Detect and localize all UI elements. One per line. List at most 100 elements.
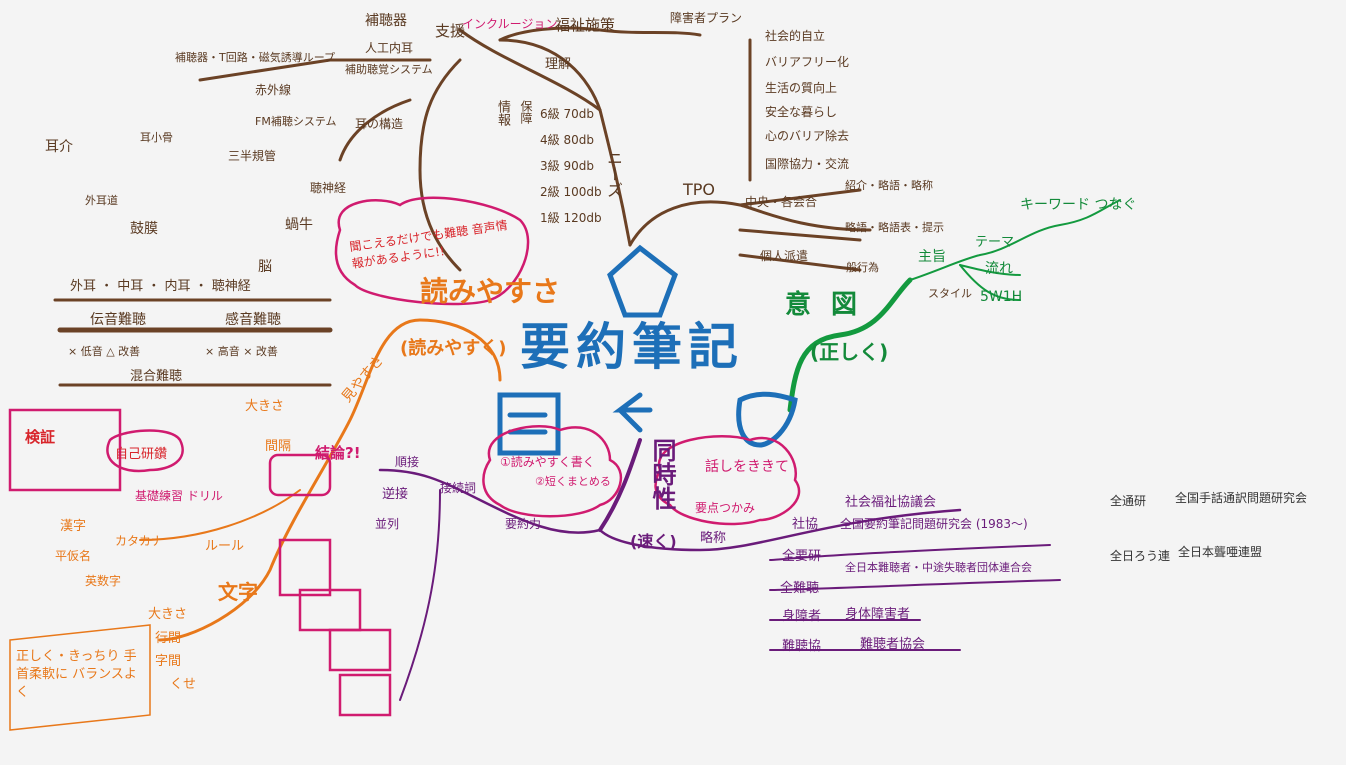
label-nanchokyo: 難聴協 [782, 639, 822, 654]
center-title: 要約筆記 [520, 318, 744, 376]
label-needs: ニーズ [604, 150, 623, 198]
label-keyword: キーワード つなぐ [1020, 197, 1137, 213]
magenta-frames [8, 196, 801, 717]
label-ji: 耳介 [45, 139, 73, 155]
label-zentsu-full: 全国手話通訳問題研究会 [1175, 491, 1308, 505]
label-yomiyasukaku: ①読みやすく書く [500, 455, 595, 469]
label-nanchokyo-full: 難聴者協会 [860, 637, 926, 652]
label-ribeya: 耳の構造 [355, 117, 404, 131]
label-shakyo: 社協 [792, 517, 819, 532]
label-shinsho-full: 身体障害者 [845, 607, 911, 622]
green-branch-lines [787, 199, 1121, 413]
label-jiko: 自己研鑽 [115, 447, 168, 462]
label-zennan-full: 全日本難聴者・中途失聴者団体連合会 [845, 561, 1032, 574]
label-tadashiku: (正しく) [810, 340, 889, 364]
label-yomiyasusa: 読みやすさ [420, 275, 561, 308]
label-kimimi: 耳小骨 [140, 131, 173, 144]
label-ito: 意図 [785, 290, 878, 320]
label-ookisa2: 大きさ [148, 607, 188, 622]
label-kokusai: 国際協力・交流 [765, 157, 850, 171]
label-tpo: TPO [683, 180, 716, 199]
label-gyoukan: 行間 [155, 631, 182, 646]
label-fukushi: 福祉施策 [555, 16, 616, 34]
label-shakai: 社会的自立 [765, 29, 826, 43]
label-douji: 同時性 [648, 438, 676, 510]
label-theme: テーマ [975, 235, 1015, 250]
label-seikatsu: 生活の質向上 [765, 81, 838, 95]
label-joho: 情報 [495, 100, 510, 126]
label-youten: 要点つかみ [695, 501, 756, 515]
label-zennichi-full: 全日本聾唖連盟 [1178, 545, 1263, 559]
label-mimikai: 外耳道 [85, 194, 118, 207]
label-sankankan: 三半規管 [228, 149, 277, 163]
label-kensho: 検証 [25, 428, 56, 446]
label-nou: 脳 [258, 259, 272, 275]
label-zentsu: 全通研 [1110, 494, 1147, 508]
label-nagare: 流れ [985, 261, 1013, 277]
label-kagyu: 蝸牛 [285, 217, 313, 233]
label-youyaku: 要約力 [505, 517, 542, 531]
label-heiretsu: 並列 [375, 517, 400, 531]
label-shogaisha: 障害者プラン [670, 11, 743, 25]
label-zenyoken: 全要研 [782, 549, 822, 564]
label-shushi: 主旨 [918, 249, 946, 265]
label-lvl3: 3級 90db [540, 159, 594, 173]
label-kankaku: 間隔 [265, 439, 292, 454]
label-ippan: 一般行為 [835, 261, 879, 274]
label-lvl4: 4級 80db [540, 133, 594, 147]
label-lvl1: 1級 120db [540, 211, 602, 225]
label-lvl2: 2級 100db [540, 185, 602, 199]
label-kuse: くせ [170, 677, 197, 692]
label-lvl6: 6級 70db [540, 107, 594, 121]
orange-frames [9, 624, 151, 731]
label-style: スタイル [928, 287, 972, 300]
label-rikai: 理解 [545, 57, 572, 72]
label-yomiyasuku: (読みやすく) [400, 338, 507, 359]
label-mijikaku: ②短くまとめる [535, 475, 611, 488]
label-chokaku-loop: 補聴器・T回路・磁気誘導ループ [175, 51, 336, 64]
label-fm: FM補聴システム [255, 115, 337, 128]
label-zennan: 全難聴 [780, 581, 820, 596]
blue-icons [497, 244, 798, 456]
label-inclusion: インクルージョン [462, 17, 558, 31]
label-kanon: 感音難聴 [225, 312, 281, 328]
label-kojin: 個人派遣 [760, 249, 809, 263]
label-zennichi: 全日ろう連 [1110, 549, 1171, 563]
label-zenyoken-full: 全国要約筆記問題研究会 (1983〜) [840, 517, 1028, 531]
brown-branch-lines [53, 26, 872, 387]
label-eisuuji: 英数字 [85, 574, 122, 588]
label-jikan: 字間 [155, 654, 182, 669]
label-5w1h: 5W1H [980, 289, 1023, 305]
label-hokan: 保障 [519, 100, 533, 124]
label-gyakusetsu: 逆接 [382, 487, 409, 502]
label-kiso: 基礎練習 ドリル [135, 489, 223, 503]
label-naigai: 外耳 ・ 中耳 ・ 内耳 ・ 聴神経 [70, 279, 251, 294]
label-kongou: 混合難聴 [130, 369, 183, 384]
label-barrier: バリアフリー化 [765, 55, 850, 69]
label-hiragana: 平仮名 [55, 549, 92, 563]
label-ryakusho: 略称 [700, 531, 727, 546]
label-hojo-system: 補助聴覚システム [345, 63, 433, 76]
label-katakana: カタカナ [115, 534, 164, 548]
label-shakyo-full: 社会福祉協議会 [845, 495, 937, 510]
label-shinsho: 身障者 [782, 609, 822, 624]
label-hanashi: 話しをききて [705, 459, 789, 475]
label-junsetsu: 順接 [395, 455, 420, 469]
label-anshin: 安全な暮らし [765, 105, 838, 119]
label-komaku: 鼓膜 [130, 221, 158, 237]
purple-branch-lines [378, 438, 1061, 701]
label-moji: 文字 [218, 580, 258, 604]
label-akamimi: 赤外線 [255, 83, 292, 97]
label-tadashiku-note: 正しく・きっちり 手首柔軟に バランスよく [16, 649, 137, 701]
label-dendou: 伝音難聴 [90, 312, 146, 328]
label-shoukai: 紹介・略語・略称 [845, 179, 933, 192]
label-chuou: 中央・各会合 [745, 195, 818, 209]
label-note1: × 低音 △ 改善 [68, 345, 141, 358]
label-kanji: 漢字 [60, 519, 87, 534]
label-ookisa: 大きさ [245, 399, 285, 414]
label-ketsuron: 結論?! [315, 444, 361, 462]
label-hochouki: 補聴器 [365, 13, 407, 29]
label-setsuzokushi: 接続詞 [440, 481, 477, 495]
label-chokaku-shinkei: 聴神経 [310, 181, 347, 195]
